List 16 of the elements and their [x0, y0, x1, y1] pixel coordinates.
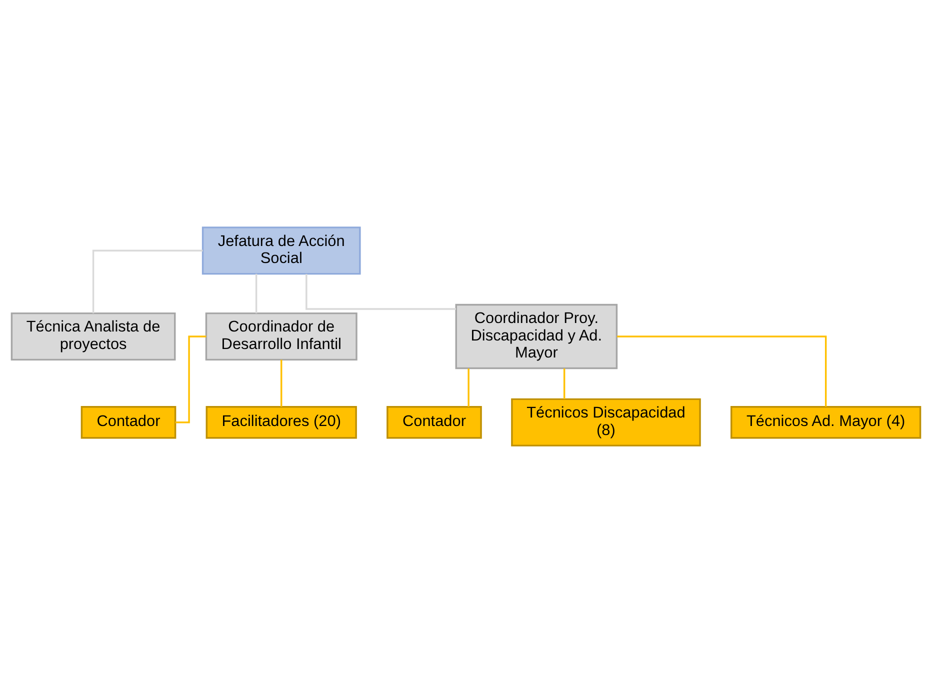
node-box: Contador	[80, 406, 176, 439]
connector	[563, 368, 566, 399]
connector	[280, 360, 282, 407]
node-box: Coordinador de Desarrollo Infantil	[205, 312, 358, 361]
connector	[306, 274, 456, 310]
connector	[468, 368, 470, 407]
connector	[92, 250, 203, 314]
node-box: Técnicos Ad. Mayor (4)	[730, 406, 922, 439]
node-box: Jefatura de Acción Social	[202, 226, 361, 275]
node-box: Coordinador Proy. Discapacidad y Ad. Mayor	[455, 304, 618, 370]
connector	[255, 274, 258, 314]
node-box: Facilitadores (20)	[206, 406, 357, 439]
node-box: Contador	[386, 406, 482, 439]
node-box: Técnica Analista de proyectos	[10, 312, 176, 361]
connector	[617, 336, 827, 407]
node-box: Técnicos Discapacidad (8)	[511, 398, 701, 446]
